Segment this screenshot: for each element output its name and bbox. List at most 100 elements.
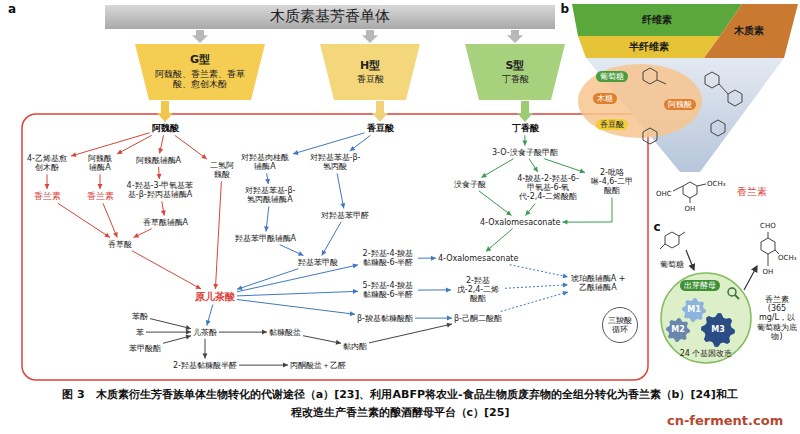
node-text: 3-O-没食子酸甲酯 [492, 148, 558, 157]
node-text: G型 [190, 54, 210, 67]
node-text: 香兰素 [34, 191, 61, 201]
node-text: 2-羟基戊-2,4-二烯酸酯 [453, 276, 503, 304]
metabolite-label: 二氢阿魏酸 [207, 161, 237, 179]
node-text: 没食子酸 [454, 180, 486, 189]
pathway-arrow [418, 256, 436, 261]
pathway-arrow [134, 229, 152, 238]
product-label: 香兰素 [737, 186, 767, 198]
type-trapezoid: S型丁香酸 [465, 44, 565, 100]
pathway-arrow [150, 319, 191, 330]
node-text: 苯 [136, 328, 144, 337]
metabolite-label: 4-Oxalomesaconate [438, 254, 518, 263]
pathway-arrow [163, 335, 191, 344]
node-text: 2-羟基黏糠酸半醛 [173, 361, 237, 370]
chem-group: OCH₃ [707, 180, 725, 188]
module-gear: M3 [703, 315, 733, 345]
trapezoid-shape [320, 44, 420, 100]
metabolite-label: 4-羧基-2-羟基-6-甲氧基-6-氧代-2,4-二烯酸酯 [517, 174, 579, 202]
pathway-arrow [146, 330, 191, 335]
node-text: 黏糠酸盐 [269, 328, 301, 337]
module-gear: M1 [684, 300, 704, 320]
panel-letter: b [561, 3, 570, 17]
metabolite-label: 阿魏酰辅酶A [85, 154, 115, 172]
component-pill: 阿魏酸 [664, 99, 696, 110]
cycle-circle: 三羧酸循环 [602, 307, 638, 343]
node-text: 香草酸 [108, 240, 132, 249]
metabolite-label: 对羟基苯基-β-氢丙酸 [309, 153, 361, 171]
metabolite-label: 黏内酯 [343, 342, 367, 351]
biomass-band: 半纤维素 [578, 36, 720, 58]
pathway-arrow [158, 135, 163, 153]
pathway-arrow [265, 173, 270, 184]
metabolite-label: 对羟基苯基-β-氢丙酰辅酶A [241, 186, 299, 204]
pathway-arrow [507, 30, 523, 43]
pathway-arrow [350, 135, 371, 151]
node-text: 香豆酸 [357, 74, 384, 84]
node-text: 丁香酸 [502, 74, 529, 84]
node-text: 2-羟基-4-羧基黏糠酸-6-半醛 [360, 249, 416, 267]
pathway-arrow [98, 174, 103, 189]
chem-group: CHO [760, 222, 776, 230]
component-pill: 木糖 [593, 93, 617, 104]
column-head: 丁香酸 [512, 123, 539, 133]
pathway-arrow [362, 30, 378, 43]
node-text: 对羟基肉桂酰辅酶A [239, 153, 291, 171]
pathway-arrow [58, 203, 110, 237]
node-text: 阿魏酸 [152, 123, 179, 133]
chem-group: OH [763, 268, 774, 276]
pathway-arrow [526, 204, 536, 216]
pathway-arrow [192, 30, 208, 43]
pathway-arrow [337, 173, 345, 208]
node-text: 4-乙烯基愈创木酚 [25, 154, 69, 172]
type-trapezoid: G型阿魏酸、香兰素、香草酸、愈创木酚 [135, 44, 265, 100]
node-text: 半纤维素 [629, 41, 669, 53]
yield-note: 香兰素 (365 mg/L，以葡萄糖为底物) [756, 295, 798, 341]
chem-group: OHC [656, 190, 672, 198]
module-gear: M2 [668, 320, 688, 340]
pathway-arrow [157, 167, 162, 179]
metabolite-label: 对羟基肉桂酰辅酶A [239, 153, 291, 171]
product-label: 香兰素 [87, 191, 114, 201]
metabolite-label: 对羟基苯甲醛 [321, 211, 369, 220]
node-text: H型 [360, 60, 380, 73]
pathway-arrow [175, 135, 207, 159]
metabolite-label: 阿魏酰辅酶A [136, 156, 181, 165]
node-text: M2 [671, 325, 685, 334]
banner: 木质素基芳香单体 [105, 5, 555, 29]
pathway-arrow [132, 251, 201, 289]
metabolite-label: 2-羟基戊-2,4-二烯酸酯 [453, 276, 503, 304]
node-text: 对羟基苯基-β-氢丙酰辅酶A [241, 186, 299, 204]
node-text: 木质素 [734, 25, 764, 37]
metabolite-label: β-羧基黏糠酸酯 [357, 314, 413, 323]
node-text: 阿魏酰辅酶A [136, 156, 181, 165]
product-label: 香兰素 [34, 191, 61, 201]
node-text: 5-羟基-4-羧基黏糠酸-6-半醛 [360, 281, 416, 299]
pathway-arrow [522, 135, 527, 145]
metabolite-label: 4-羟基-3-甲氧基苯基-β-羟丙基辅酶A [125, 181, 195, 199]
pathway-arrow [202, 339, 207, 359]
node-text: β-羧基黏糠酸酯 [357, 314, 413, 323]
metabolite-label: 2-羟基-4-羧基黏糠酸-6-半醛 [360, 249, 416, 267]
node-text: 2-吡咯啉-4,6-二甲酸酯 [587, 168, 637, 196]
metabolite-label: 香草酰辅酶A [143, 218, 188, 227]
node-text: 香豆酸 [367, 123, 394, 133]
metabolite-label: 琥珀酰辅酶A + 乙酰辅酶A [570, 274, 626, 292]
node-text: 丙酮酸盐＋乙醛 [290, 361, 346, 370]
node-text: 原儿茶酸 [195, 291, 235, 303]
metabolite-label: 羟基苯甲酸 [298, 258, 338, 267]
component-pill: 葡萄糖 [596, 71, 628, 82]
node-text: 阿魏酸 [668, 100, 692, 109]
node-text: 丁香酸 [512, 123, 539, 133]
component-pill: 香豆酸 [596, 119, 628, 130]
pathway-arrow [544, 159, 585, 174]
node-text: 阿魏酰辅酶A [85, 154, 115, 172]
pathway-arrow [213, 181, 221, 289]
metabolite-label: 苯 [136, 328, 144, 337]
node-text: 二氢阿魏酸 [207, 161, 237, 179]
yeast-cell: 24 个基因改造出芽酵母M1M2M3 [660, 272, 752, 364]
pathway-arrow [264, 206, 269, 231]
pathway-arrow [486, 229, 513, 252]
pathway-arrow [237, 289, 358, 296]
node-text: 纤维素 [642, 14, 672, 26]
